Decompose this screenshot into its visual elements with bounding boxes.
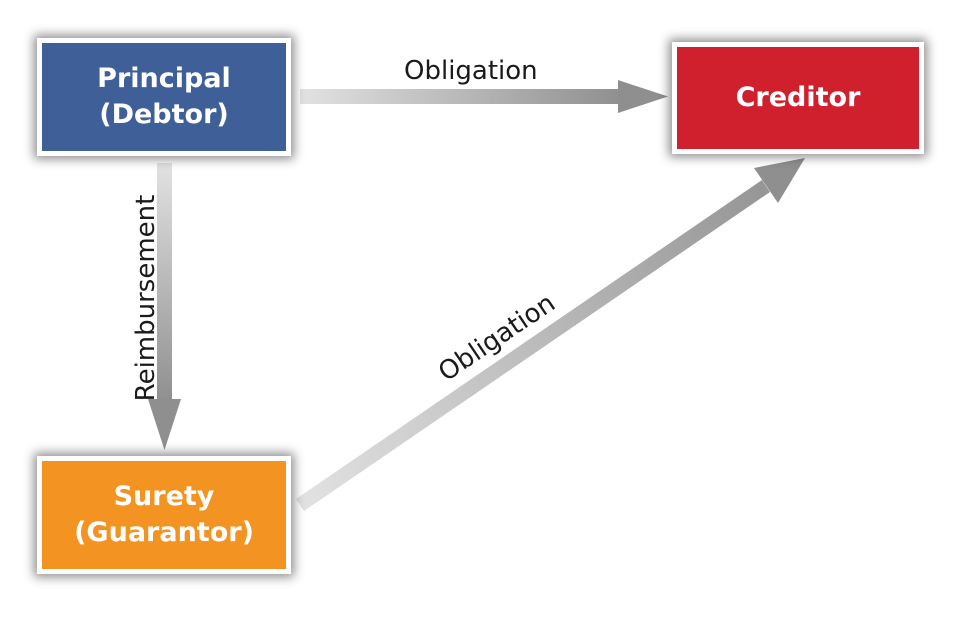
arrow-principal-to-creditor [300, 80, 668, 113]
arrow-surety-to-creditor [296, 158, 805, 511]
creditor-box: Creditor [672, 42, 924, 154]
surety-guarantor-box: Surety (Guarantor) [37, 456, 291, 574]
creditor-title: Creditor [735, 82, 861, 113]
surety-title: Surety [113, 481, 215, 512]
surety-subtitle: (Guarantor) [74, 517, 254, 548]
principal-debtor-box: Principal (Debtor) [37, 38, 291, 156]
arrow-principal-to-surety [148, 163, 181, 450]
reimbursement-label: Reimbursement [131, 194, 161, 402]
principal-title: Principal [97, 63, 231, 94]
principal-subtitle: (Debtor) [99, 99, 229, 130]
obligation-label-top: Obligation [404, 56, 538, 86]
